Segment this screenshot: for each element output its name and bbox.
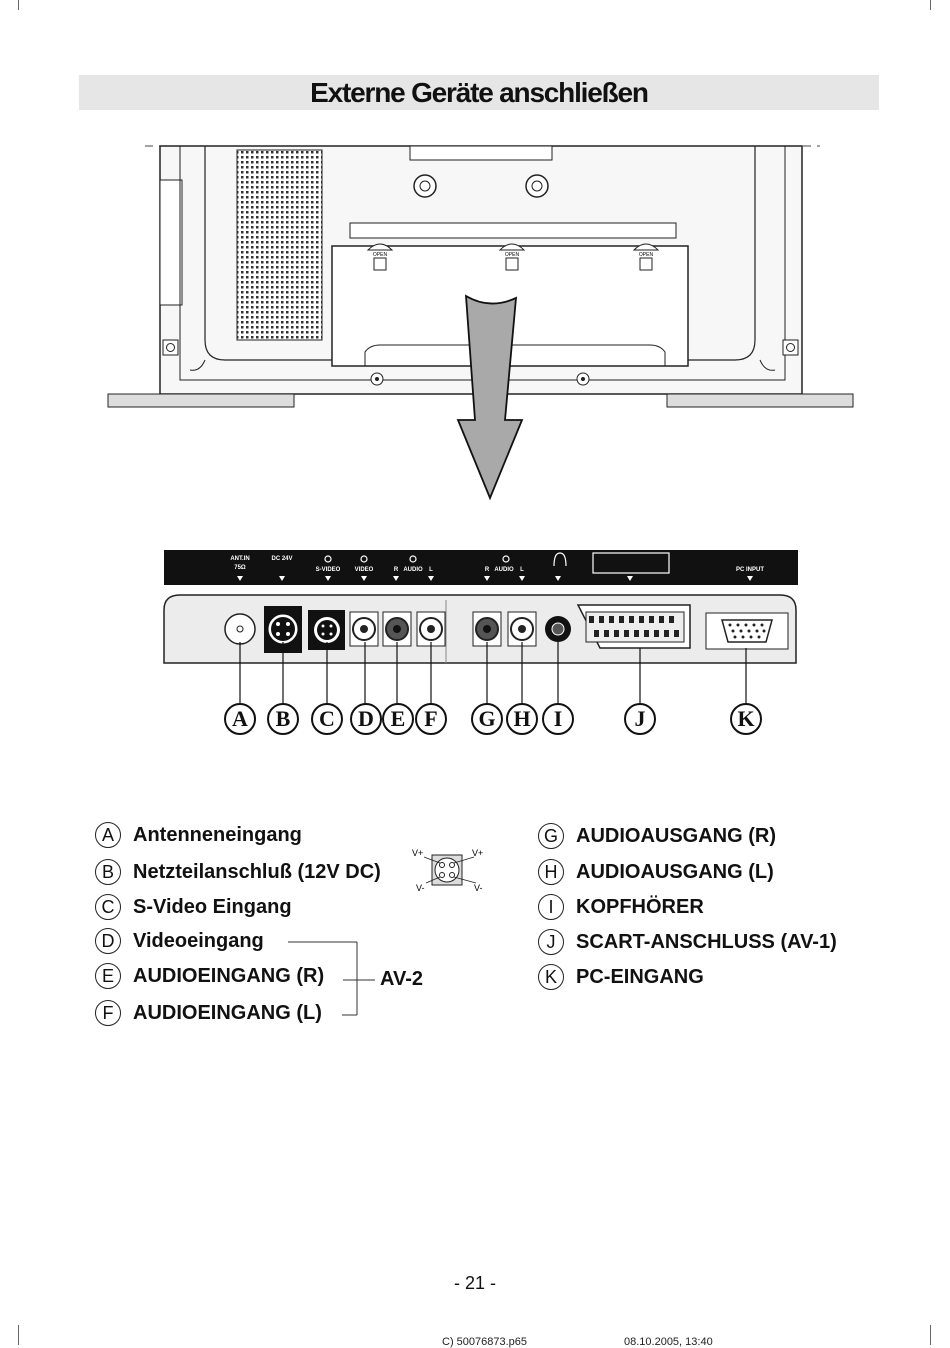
legend-letter: B	[95, 859, 121, 885]
legend-text: Netzteilanschluß (12V DC)	[133, 860, 381, 883]
legend-text: AUDIOAUSGANG (L)	[576, 860, 774, 883]
port-label: VIDEO	[355, 567, 374, 573]
callout-h: H	[506, 703, 538, 735]
page-number: - 21 -	[453, 1273, 496, 1293]
connector-panel: ANT.IN 75Ω DC 24V S-VIDEO VIDEO R AUDIO …	[163, 550, 798, 664]
legend-text: Videoeingang	[133, 929, 264, 952]
pin-label: V-	[474, 883, 483, 893]
legend-letter: E	[95, 963, 121, 989]
title-bar	[79, 75, 879, 110]
legend-letter: A	[95, 822, 121, 848]
down-arrow	[456, 294, 524, 501]
port-label: PC INPUT	[736, 567, 764, 573]
legend-item: J SCART-ANSCHLUSS (AV-1)	[538, 925, 837, 959]
dc-pin-diagram: V+ V+ V- V-	[412, 848, 483, 893]
leader-lines	[239, 642, 747, 704]
legend-item: G AUDIOAUSGANG (R)	[538, 819, 776, 853]
port-label: ANT.IN	[230, 556, 249, 562]
open-label: OPEN	[639, 252, 654, 258]
legend-letter: H	[538, 859, 564, 885]
callout-d: D	[350, 703, 382, 735]
pin-label: V+	[472, 848, 483, 858]
port-label: AUDIO	[403, 567, 423, 573]
callout-j: J	[624, 703, 656, 735]
legend-text: S-Video Eingang	[133, 895, 292, 918]
tv-back-illustration: OPEN OPEN OPEN	[107, 145, 854, 501]
callout-f: F	[415, 703, 447, 735]
legend-text: PC-EINGANG	[576, 965, 704, 988]
legend-item: D Videoeingang	[95, 924, 264, 958]
port-label: L	[429, 567, 433, 573]
legend-item: E AUDIOEINGANG (R)	[95, 959, 324, 993]
legend-letter: C	[95, 894, 121, 920]
legend-item: K PC-EINGANG	[538, 960, 704, 994]
legend-letter: K	[538, 964, 564, 990]
port-label: R	[485, 567, 490, 573]
legend-text: AUDIOAUSGANG (R)	[576, 824, 776, 847]
legend-letter: G	[538, 823, 564, 849]
legend-text: Antenneneingang	[133, 823, 302, 846]
open-label: OPEN	[373, 252, 388, 258]
av2-label: AV-2	[380, 968, 423, 990]
crop-mark	[18, 0, 19, 10]
legend-item: C S-Video Eingang	[95, 890, 292, 924]
legend-text: SCART-ANSCHLUSS (AV-1)	[576, 930, 837, 953]
port-label: 75Ω	[234, 565, 246, 571]
port-label: S-VIDEO	[316, 567, 341, 573]
legend-text: AUDIOEINGANG (R)	[133, 964, 325, 987]
crop-mark	[930, 0, 931, 10]
legend-item: I KOPFHÖRER	[538, 890, 704, 924]
callout-b: B	[267, 703, 299, 735]
legend-item: B Netzteilanschluß (12V DC)	[95, 855, 381, 889]
footer-file: C) 50076873.p65	[442, 1336, 528, 1348]
legend-letter: J	[538, 929, 564, 955]
pin-label: V+	[412, 848, 423, 858]
port-label: L	[520, 567, 524, 573]
callout-g: G	[471, 703, 503, 735]
open-clip	[366, 243, 394, 271]
crop-mark	[18, 1325, 19, 1345]
legend-item: A Antenneneingang	[95, 818, 302, 852]
open-clip	[498, 243, 526, 271]
callout-e: E	[382, 703, 414, 735]
footer-date: 08.10.2005, 13:40	[624, 1336, 713, 1348]
callout-a: A	[224, 703, 256, 735]
pin-label: V-	[416, 883, 425, 893]
legend-letter: I	[538, 894, 564, 920]
legend-text: AUDIOEINGANG (L)	[133, 1001, 322, 1024]
legend-item: H AUDIOAUSGANG (L)	[538, 855, 774, 889]
legend-letter: D	[95, 928, 121, 954]
callout-k: K	[730, 703, 762, 735]
callout-c: C	[311, 703, 343, 735]
open-clip	[632, 243, 660, 271]
page-title: Externe Geräte anschließen	[310, 77, 649, 108]
port-label: R	[394, 567, 399, 573]
legend-item: F AUDIOEINGANG (L)	[95, 996, 322, 1030]
av2-bracket	[288, 941, 375, 1016]
crop-mark	[930, 1325, 931, 1345]
port-label: AUDIO	[494, 567, 514, 573]
port-label: DC 24V	[271, 556, 292, 562]
open-label: OPEN	[505, 252, 520, 258]
legend-text: KOPFHÖRER	[576, 895, 704, 918]
legend-letter: F	[95, 1000, 121, 1026]
callout-i: I	[542, 703, 574, 735]
